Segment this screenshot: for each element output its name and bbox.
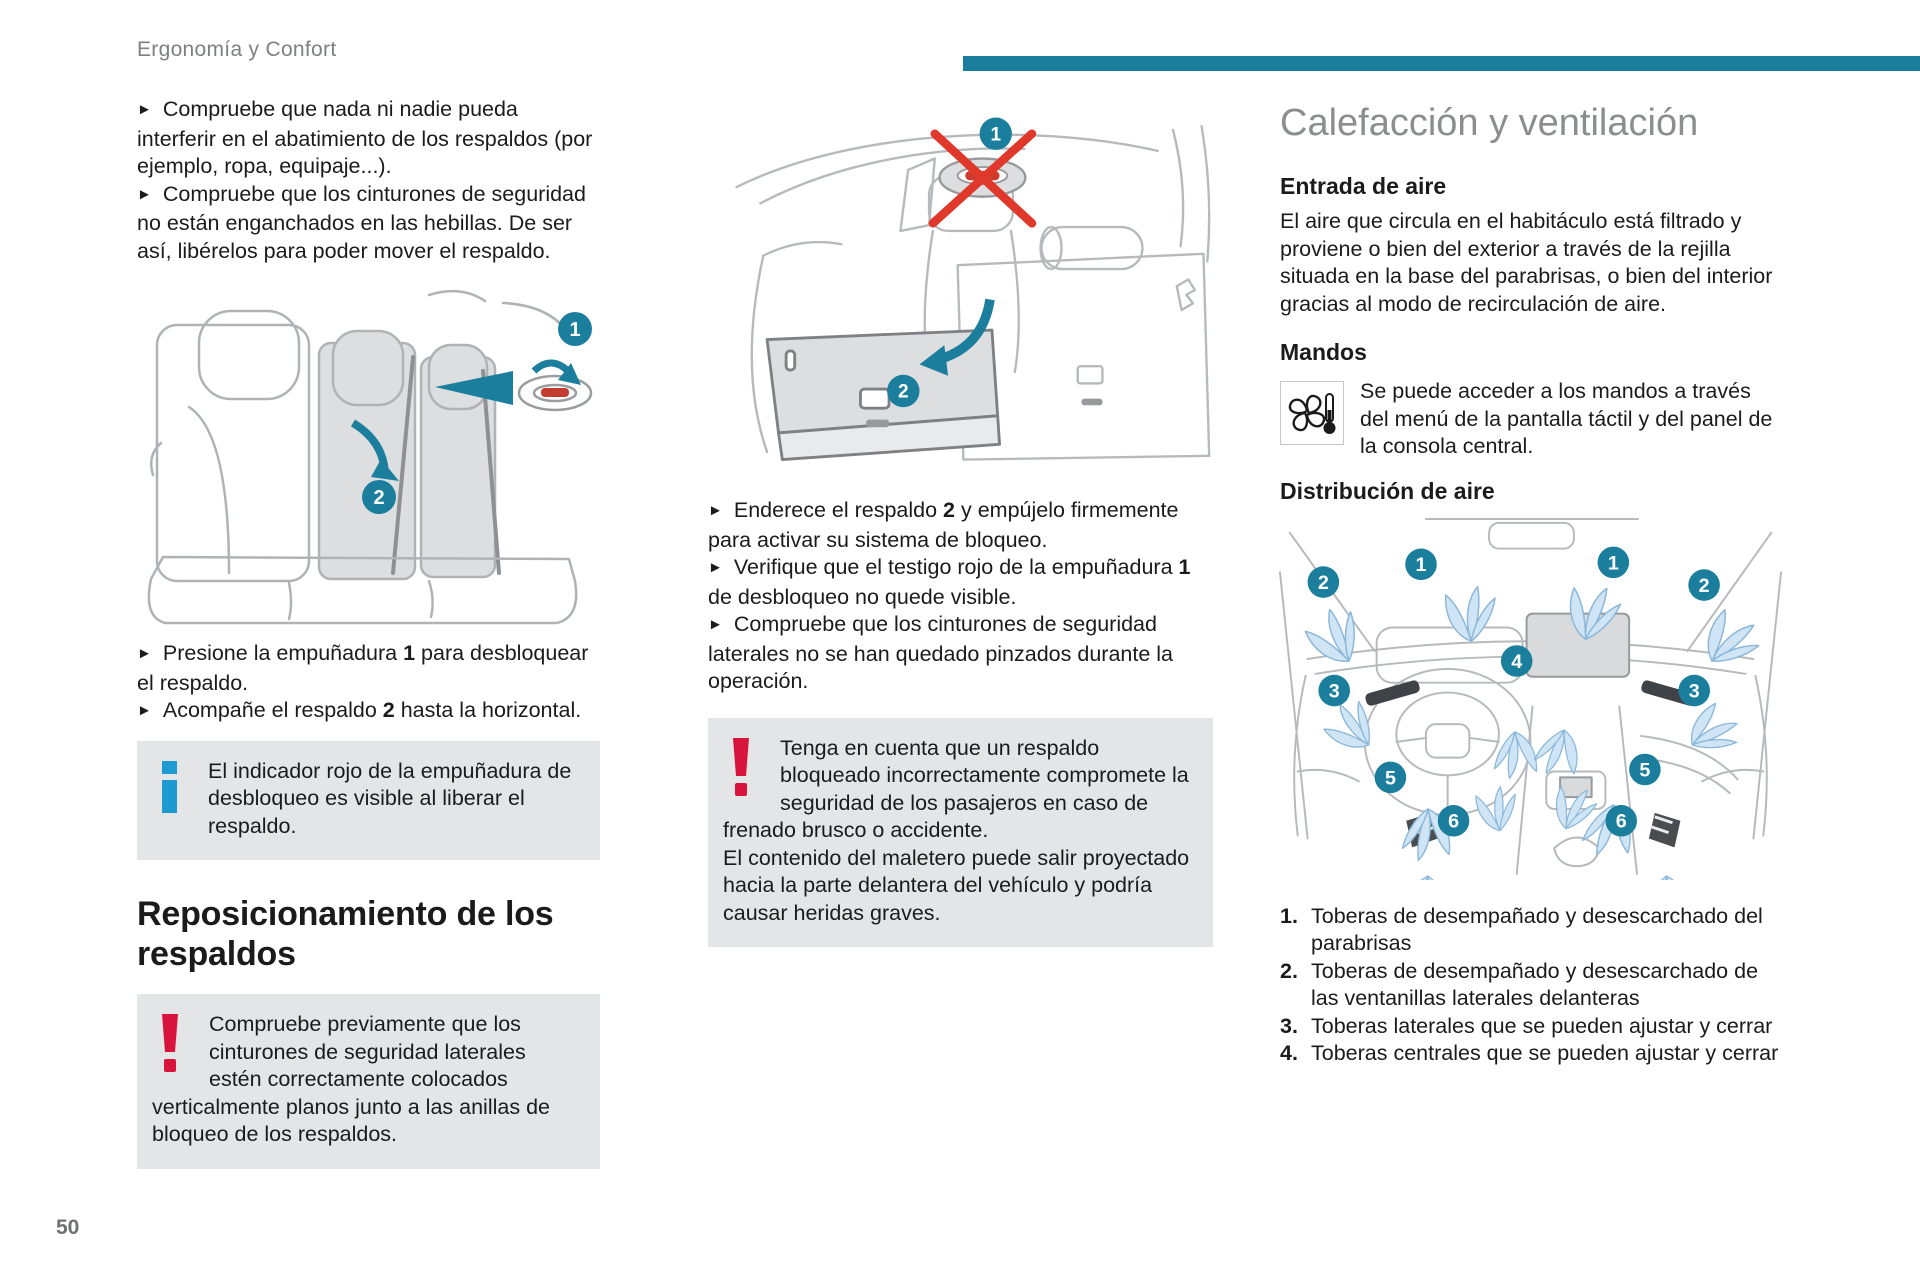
- svg-text:6: 6: [1616, 810, 1627, 832]
- fold-arrow-head: [371, 459, 399, 481]
- svg-text:3: 3: [1689, 680, 1700, 702]
- page-title: Calefacción y ventilación: [1280, 102, 1699, 144]
- step-arrow-icon: ►: [137, 185, 152, 203]
- step-arrow-icon: ►: [137, 702, 152, 719]
- seat-cushion: [147, 555, 578, 625]
- pull-arrow-head: [558, 363, 581, 385]
- vent-list: 1.Toberas de desempañado y desescarchado…: [1280, 903, 1785, 1068]
- info-box: El indicador rojo de la empuñadura de de…: [137, 740, 600, 860]
- marker-2: [887, 374, 920, 408]
- accent-bar: [963, 56, 1920, 71]
- column-left: ►Compruebe que nada ni nadie pueda inter…: [137, 96, 600, 1169]
- section-heading: Reposicionamiento de los respaldos: [137, 895, 554, 973]
- pull-arrow: [531, 359, 571, 374]
- column-middle: 1 2 ►Enderece el respaldo 2 y empújelo f…: [708, 100, 1213, 947]
- seatbelt-line: [481, 369, 501, 575]
- left-backrest: [155, 323, 311, 583]
- gear-area: [1553, 836, 1601, 867]
- belt-anchor: [1175, 278, 1197, 312]
- step-item: ►Compruebe que los cinturones de segurid…: [137, 181, 586, 263]
- fan-thermometer-icon: [1288, 393, 1336, 434]
- parcel-shelf-line: [501, 301, 569, 333]
- warning-icon: [162, 1014, 178, 1072]
- svg-text:5: 5: [1385, 767, 1396, 789]
- warning-icon: [733, 737, 749, 796]
- list-item: 3.Toberas laterales que se pueden ajusta…: [1280, 1013, 1773, 1038]
- glovebox-line: [1639, 734, 1739, 780]
- list-item: 1.Toberas de desempañado y desescarchado…: [1280, 903, 1763, 956]
- seatbelt-line: [391, 355, 415, 575]
- a-pillar-right: [1686, 531, 1773, 652]
- step-item: ►Verifique que el testigo rojo de la emp…: [708, 555, 1191, 609]
- subheading-air-intake: Entrada de aire: [1280, 173, 1447, 199]
- raise-arrow-head: [919, 345, 949, 376]
- step-arrow-icon: ►: [708, 616, 723, 633]
- info-box-text: El indicador rojo de la empuñadura de de…: [208, 758, 572, 838]
- marker-1-label: 1: [569, 319, 580, 341]
- marker-1-label: 1: [990, 124, 1001, 145]
- svg-text:2: 2: [1318, 571, 1329, 593]
- middle-headrest: [331, 329, 405, 407]
- air-intake-text: El aire que circula en el habitáculo est…: [1280, 209, 1773, 316]
- column-right: Calefacción y ventilación Entrada de air…: [1278, 96, 1785, 1068]
- front-seat-edge: [750, 254, 769, 454]
- marker-2: [362, 480, 396, 514]
- step-arrow-icon: ►: [708, 502, 723, 519]
- fig-rear-seats-folding: 1 2: [131, 275, 600, 632]
- step-item: ►Compruebe que nada ni nadie pueda inter…: [137, 97, 593, 178]
- step-arrow-icon: ►: [137, 101, 152, 118]
- climate-icon-box: [1280, 381, 1344, 445]
- instrument-cluster: [1375, 625, 1524, 684]
- step-arrow-icon: ►: [708, 559, 723, 576]
- svg-text:1: 1: [1416, 554, 1427, 576]
- fig-folded-backrest: 1 2: [708, 104, 1213, 481]
- pointer-arrow: [435, 371, 513, 405]
- warning-box-text: Tenga en cuenta que un respaldo bloquead…: [723, 735, 1189, 843]
- step-item: ►Acompañe el respaldo 2 hasta la horizon…: [137, 697, 600, 727]
- warning-box: Tenga en cuenta que un respaldo bloquead…: [708, 717, 1213, 947]
- warning-box-text: Compruebe previamente que los cinturones…: [152, 1012, 550, 1146]
- step-item: ►Presione la empuñadura 1 para desbloque…: [137, 641, 589, 695]
- controls-block: Se puede acceder a los mandos a través d…: [1280, 378, 1785, 461]
- page-number: 50: [56, 1216, 80, 1239]
- step-item: ►Enderece el respaldo 2 y empújelo firme…: [708, 498, 1179, 552]
- svg-text:6: 6: [1448, 810, 1459, 832]
- marker-2-label: 2: [898, 382, 909, 403]
- marker-1: [979, 117, 1012, 150]
- rear-headrest: [1040, 225, 1144, 271]
- rearview-mirror: [1488, 521, 1575, 550]
- step-arrow-icon: ►: [137, 645, 152, 662]
- subheading-distribution: Distribución de aire: [1280, 477, 1495, 504]
- panel-slot: [784, 349, 797, 372]
- svg-text:4: 4: [1511, 650, 1522, 672]
- panel-latch: [859, 387, 891, 410]
- marker-2-label: 2: [373, 487, 384, 509]
- svg-text:3: 3: [1329, 680, 1340, 702]
- running-header: Ergonomía y Confort: [137, 38, 337, 61]
- left-headrest: [197, 309, 301, 401]
- latch-mark: [1076, 365, 1104, 385]
- step-item: ►Compruebe que los cinturones de segurid…: [708, 612, 1173, 693]
- console-right: [1618, 704, 1639, 875]
- red-cross-icon: [928, 129, 1037, 228]
- folded-backrest-edge: [777, 414, 1001, 462]
- controls-text: Se puede acceder a los mandos a través d…: [1360, 379, 1773, 458]
- info-icon: [162, 760, 177, 813]
- subheading-controls: Mandos: [1280, 339, 1367, 365]
- svg-text:2: 2: [1699, 574, 1710, 596]
- right-headrest: [427, 343, 489, 411]
- fig-air-distribution: 1 1 2 2 3 3 4 5 5 6 6: [1278, 513, 1785, 921]
- marker-1: [558, 312, 592, 346]
- red-indicator: [541, 388, 569, 397]
- warning-box-text: El contenido del maletero puede salir pr…: [723, 845, 1190, 925]
- svg-text:1: 1: [1608, 552, 1619, 574]
- svg-text:5: 5: [1639, 759, 1650, 781]
- list-item: 2.Toberas de desempañado y desescarchado…: [1280, 958, 1759, 1011]
- list-item: 4.Toberas centrales que se pueden ajusta…: [1280, 1041, 1779, 1065]
- warning-box: Compruebe previamente que los cinturones…: [137, 994, 600, 1169]
- markers: 1 1 2 2 3 3 4 5 5 6 6: [1307, 546, 1720, 837]
- console-left: [1515, 704, 1534, 875]
